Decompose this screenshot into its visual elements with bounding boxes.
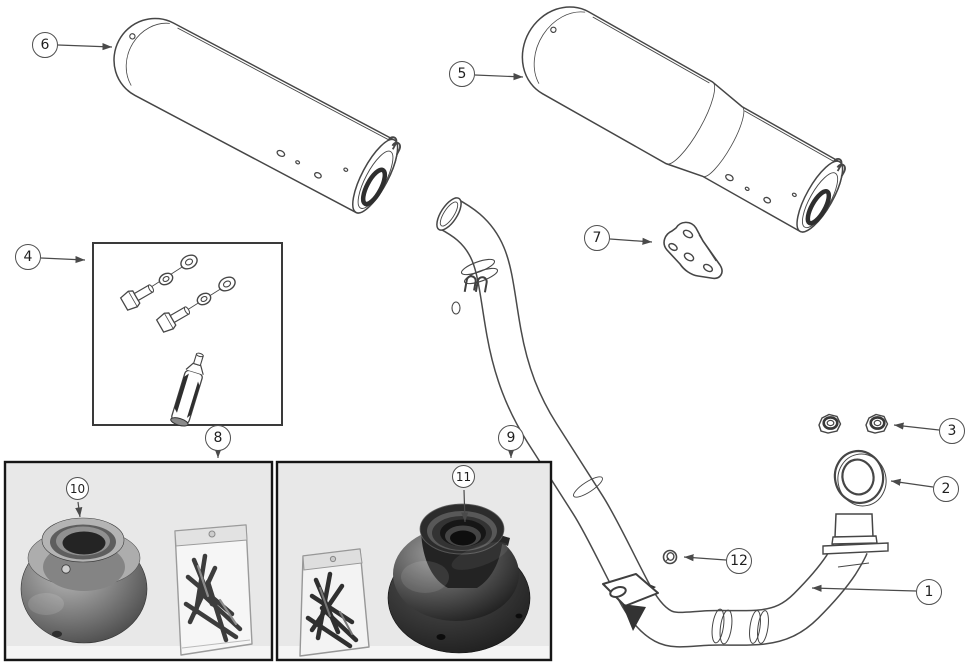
pipe-inlet-opening [436, 197, 462, 231]
callout-9-label: 9 [506, 430, 516, 446]
callout-5-label: 5 [457, 66, 467, 82]
callout-1[interactable]: 1 [916, 579, 942, 605]
leader-line-4 [40, 255, 86, 264]
callout-11-label: 11 [455, 469, 472, 484]
bolt-washer-set-1 [119, 254, 198, 311]
flange-nuts-drawing [818, 413, 889, 434]
leader-line-1 [811, 584, 917, 592]
screw-bag-photo-right [299, 548, 370, 657]
gasket-drawing [833, 449, 887, 507]
pipe-slip-joints [451, 258, 769, 645]
hardware-kit-box [92, 242, 283, 427]
screw-bag-photo-left [174, 524, 253, 656]
callout-9[interactable]: 9 [498, 425, 524, 451]
bracket-drawing [663, 221, 723, 280]
leader-line-7 [609, 237, 653, 245]
callout-4-label: 4 [23, 249, 33, 265]
washer-drawing [662, 549, 678, 565]
muffler-right-drawing [521, 6, 846, 233]
photo-box-9 [275, 460, 553, 662]
leader-lines [40, 43, 940, 592]
callout-10[interactable]: 10 [66, 477, 89, 500]
end-cap-photo-11 [387, 503, 531, 654]
pipe-spring-hooks [463, 275, 488, 293]
callout-7-label: 7 [592, 230, 602, 246]
callout-3[interactable]: 3 [939, 418, 965, 444]
callout-5[interactable]: 5 [449, 61, 475, 87]
callout-11[interactable]: 11 [452, 465, 475, 488]
leader-line-6 [57, 43, 113, 51]
leader-line-12 [683, 554, 727, 562]
grease-tube-drawing [170, 352, 204, 427]
callout-4[interactable]: 4 [15, 244, 41, 270]
leader-line-11 [461, 489, 469, 523]
callout-1-label: 1 [924, 584, 934, 600]
callout-8-label: 8 [213, 430, 223, 446]
callout-8[interactable]: 8 [205, 425, 231, 451]
callout-6[interactable]: 6 [32, 32, 58, 58]
callout-6-label: 6 [40, 37, 50, 53]
pipe-hanger-tab [602, 573, 659, 631]
leader-line-3 [893, 422, 940, 431]
pipe-flange-assembly [822, 513, 889, 568]
callout-2[interactable]: 2 [933, 476, 959, 502]
bolt-washer-set-2 [155, 276, 236, 333]
leader-line-5 [474, 73, 524, 81]
callout-10-label: 10 [69, 481, 86, 496]
end-cap-photo-10 [20, 517, 148, 644]
callout-2-label: 2 [941, 481, 951, 497]
callout-3-label: 3 [947, 423, 957, 439]
photo-box-8 [3, 460, 274, 662]
callout-12[interactable]: 12 [726, 548, 752, 574]
callout-12-label: 12 [730, 553, 748, 569]
header-pipe-drawing [436, 197, 889, 648]
muffler-left-drawing [113, 17, 401, 214]
callout-7[interactable]: 7 [584, 225, 610, 251]
leader-line-10 [75, 501, 83, 518]
leader-line-2 [890, 478, 934, 488]
